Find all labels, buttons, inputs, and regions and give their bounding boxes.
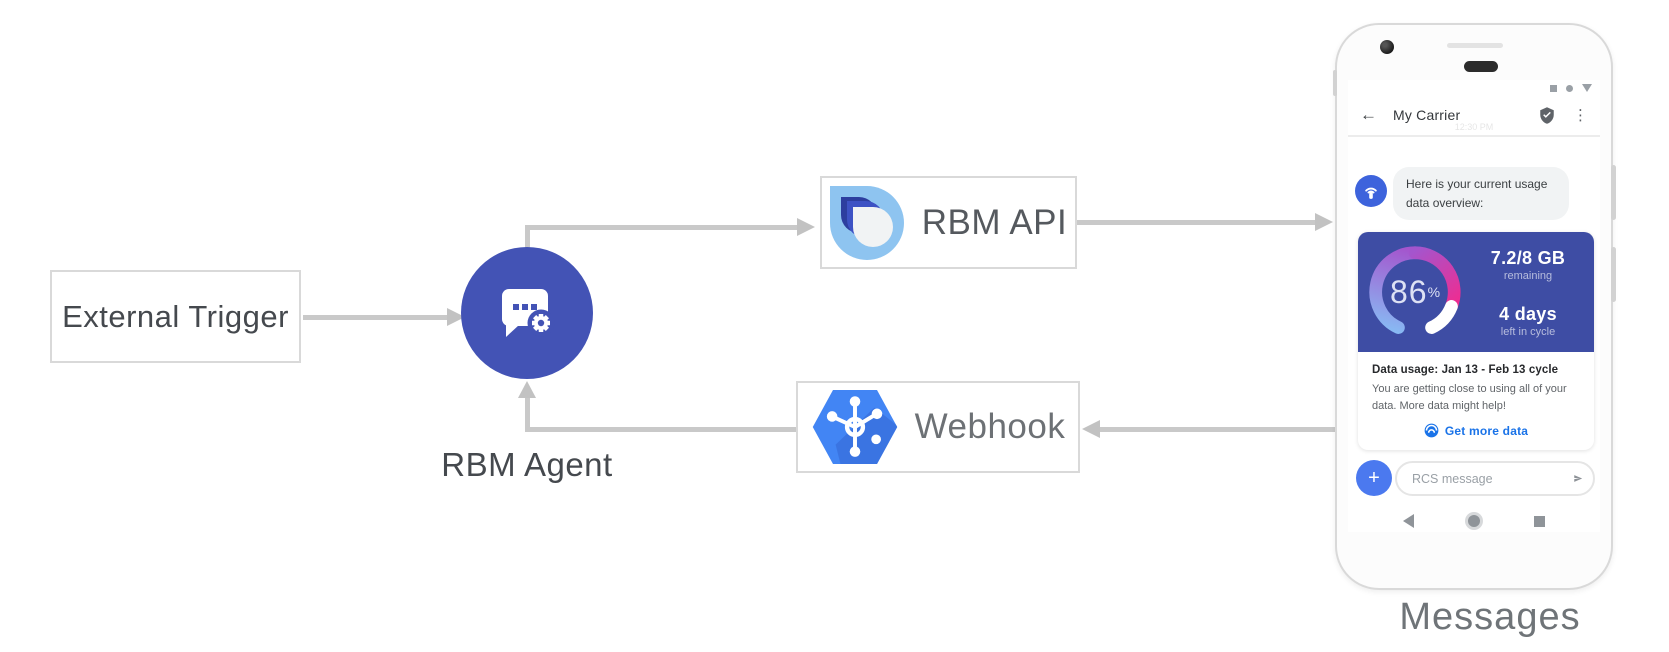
send-icon[interactable] xyxy=(1573,470,1583,487)
usage-percent-sign: % xyxy=(1427,284,1441,300)
usage-title: Data usage: Jan 13 - Feb 13 cycle xyxy=(1372,364,1559,376)
data-remaining-value: 7.2/8 GB xyxy=(1490,248,1566,268)
front-camera xyxy=(1380,40,1394,54)
arrow-api-to-phone-head xyxy=(1315,213,1333,231)
android-nav-bar xyxy=(1348,510,1600,532)
days-left-label: left in cycle xyxy=(1500,326,1556,338)
arrow-agent-to-api-vertical xyxy=(525,225,530,251)
rbm-agent-node xyxy=(461,247,593,379)
phone-device: ← My Carrier ⋮ 12:30 PM xyxy=(1333,23,1616,590)
rbm-api-label: RBM API xyxy=(921,202,1068,242)
nav-home-icon[interactable] xyxy=(1468,515,1480,527)
volume-button[interactable] xyxy=(1611,165,1616,220)
usage-percent: 86 xyxy=(1389,273,1428,310)
arrow-agent-to-api-head xyxy=(797,218,815,236)
earpiece xyxy=(1464,61,1498,72)
power-button[interactable] xyxy=(1611,247,1616,302)
verified-shield-icon xyxy=(1538,106,1556,125)
rbm-api-node: RBM API xyxy=(820,176,1077,269)
rbm-api-logo-icon xyxy=(829,185,904,260)
status-bar xyxy=(1550,84,1592,92)
arrow-trigger-to-agent-head xyxy=(447,308,465,326)
phone-screen: ← My Carrier ⋮ 12:30 PM xyxy=(1348,80,1600,532)
usage-body: You are getting close to using all of yo… xyxy=(1372,383,1567,412)
rbm-agent-label: RBM Agent xyxy=(441,446,613,483)
carrier-avatar xyxy=(1355,175,1387,207)
usage-rich-card: 86% 7.2/8 GB remaining 4 days left in cy… xyxy=(1358,232,1594,450)
usage-detail-panel: Data usage: Jan 13 - Feb 13 cycle You ar… xyxy=(1358,352,1594,450)
usage-donut-gauge: 86% xyxy=(1366,243,1464,341)
globe-icon xyxy=(1424,423,1439,438)
arrow-phone-to-webhook-line xyxy=(1100,427,1337,432)
attach-plus-button[interactable]: + xyxy=(1356,460,1392,496)
arrow-api-to-phone-line xyxy=(1077,220,1315,225)
arrow-webhook-to-agent-head xyxy=(518,381,536,398)
cloud-hexagon-icon xyxy=(811,388,899,466)
get-more-data-button[interactable]: Get more data xyxy=(1372,423,1580,438)
arrow-phone-to-webhook-head xyxy=(1082,420,1100,438)
external-trigger-label: External Trigger xyxy=(62,298,289,334)
data-remaining-label: remaining xyxy=(1503,270,1553,282)
timestamp: 12:30 PM xyxy=(1454,122,1494,132)
arrow-webhook-to-agent-line xyxy=(527,427,796,432)
arrow-webhook-to-agent-vertical xyxy=(525,397,530,432)
status-dot-icon xyxy=(1566,84,1573,92)
get-more-data-label: Get more data xyxy=(1444,423,1529,438)
external-trigger-node: External Trigger xyxy=(50,270,301,363)
arrow-trigger-to-agent-line xyxy=(303,315,447,320)
status-square-icon xyxy=(1550,84,1557,92)
usage-gauge-panel: 86% 7.2/8 GB remaining 4 days left in cy… xyxy=(1358,232,1594,352)
antenna-wifi-icon xyxy=(1365,187,1377,199)
webhook-label: Webhook xyxy=(914,407,1066,446)
header-divider xyxy=(1348,135,1600,137)
days-left-value: 4 days xyxy=(1499,304,1557,324)
messages-app-label: Messages xyxy=(1399,596,1581,638)
speaker-slit xyxy=(1447,43,1503,48)
chat-bubble-gear-icon xyxy=(490,274,564,353)
sim-tray xyxy=(1333,70,1337,96)
overflow-menu-icon[interactable]: ⋮ xyxy=(1573,106,1588,124)
nav-back-icon[interactable] xyxy=(1403,514,1414,528)
webhook-node: Webhook xyxy=(796,381,1080,473)
conversation-title: My Carrier xyxy=(1393,107,1461,123)
conversation-header: ← My Carrier ⋮ xyxy=(1348,95,1600,135)
status-triangle-icon xyxy=(1582,84,1592,92)
arrow-agent-to-api-line xyxy=(525,225,797,230)
rcs-message-input[interactable] xyxy=(1412,471,1573,486)
nav-overview-icon[interactable] xyxy=(1534,515,1545,527)
agent-message-bubble: Here is your current usage data overview… xyxy=(1393,167,1569,221)
back-arrow-icon[interactable]: ← xyxy=(1360,105,1377,124)
rcs-message-field[interactable] xyxy=(1395,461,1595,496)
